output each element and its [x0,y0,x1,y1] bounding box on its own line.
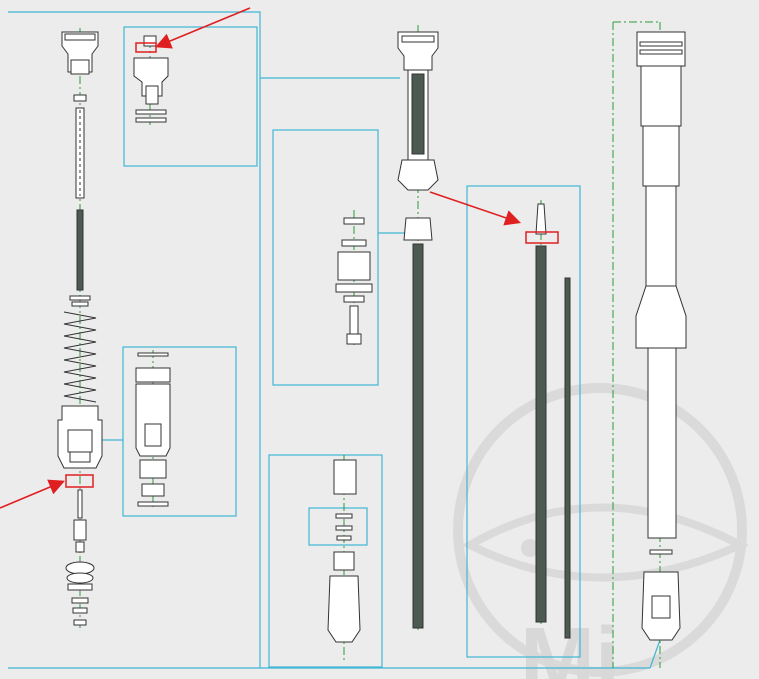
detail-box-mid-left [122,346,237,517]
callout-upper-left [155,7,251,49]
fork-tube [635,31,687,641]
callout-left [0,479,65,509]
bottom-center-parts [327,459,361,643]
rod-detail-parts [535,203,571,639]
watermark-logo [453,383,749,677]
detail-box-top-left [123,26,258,167]
detail-box-rod [466,185,581,658]
detail-mid-left-parts [135,352,171,507]
detail-box-center [272,129,379,386]
centerlines [79,21,661,668]
detail-top-left-parts [133,35,169,123]
left-assembly [57,31,103,626]
detail-box-bottom-center [268,454,383,668]
center-detail-parts [335,217,373,345]
callout-arrows [0,7,522,509]
callout-center [429,191,522,226]
detail-box-inner-washers [308,507,368,546]
center-rod-assembly [397,31,439,629]
left-assembly-marker [65,474,94,488]
rod-marker [525,231,559,244]
